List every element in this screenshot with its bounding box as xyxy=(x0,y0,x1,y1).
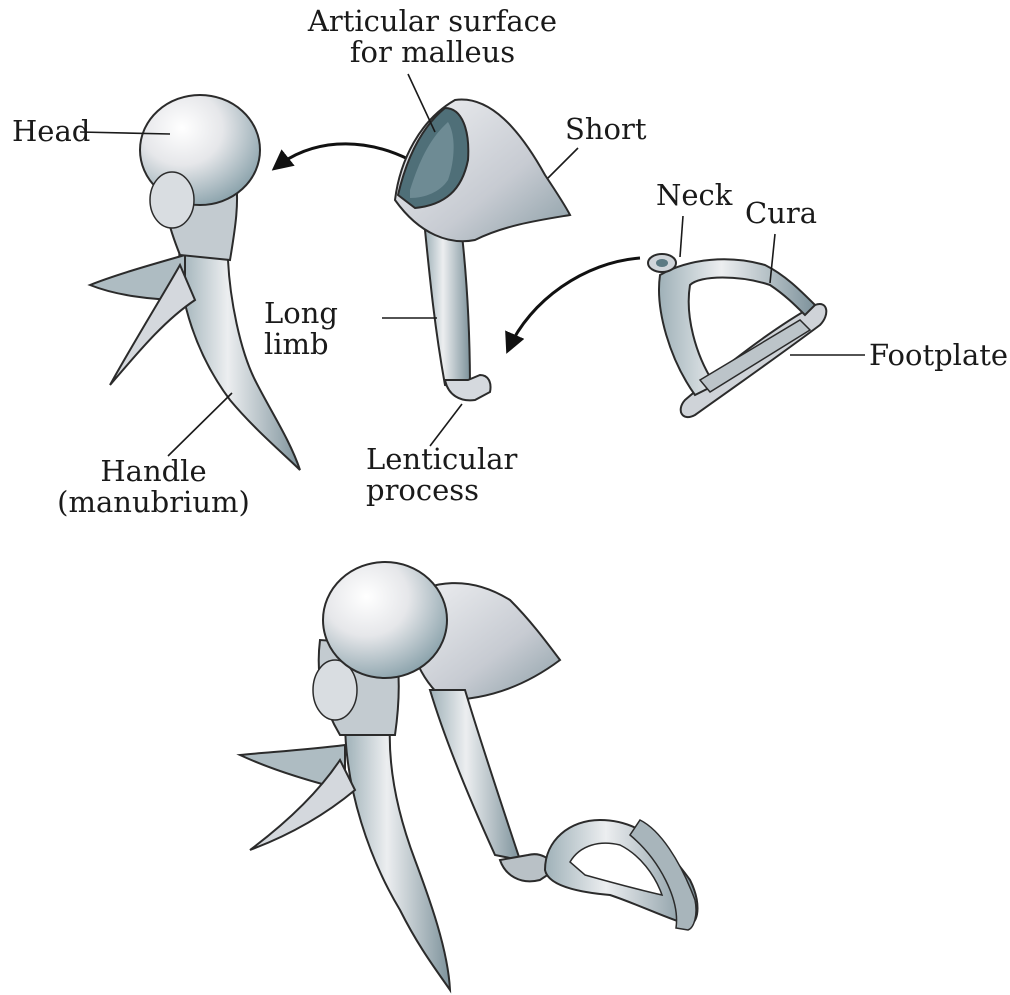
incus-long-limb xyxy=(425,230,470,390)
label-short: Short xyxy=(565,114,647,145)
articulated-ossicles-illustration xyxy=(240,562,698,990)
label-long-limb: Long limb xyxy=(264,298,338,360)
label-head: Head xyxy=(12,116,90,147)
label-handle-line1: Handle xyxy=(56,456,251,487)
label-neck: Neck xyxy=(656,180,732,211)
malleus-illustration xyxy=(90,95,300,470)
arrow-stapes-to-incus xyxy=(508,258,640,350)
label-handle: Handle (manubrium) xyxy=(56,456,251,518)
leader-lenticular xyxy=(430,404,462,446)
leader-short xyxy=(548,148,578,178)
label-long-limb-line1: Long xyxy=(264,298,338,329)
label-articular-surface: Articular surface for malleus xyxy=(305,6,560,68)
incus-illustration xyxy=(395,100,570,401)
label-handle-line2: (manubrium) xyxy=(56,487,251,518)
stapes-illustration xyxy=(648,254,826,417)
leader-neck xyxy=(680,216,683,257)
label-lenticular-process: Lenticular process xyxy=(366,444,517,506)
label-footplate: Footplate xyxy=(869,340,1008,371)
label-long-limb-line2: limb xyxy=(264,329,338,360)
label-articular-surface-line2: for malleus xyxy=(305,37,560,68)
leader-articular xyxy=(408,74,435,132)
label-lenticular-line1: Lenticular xyxy=(366,444,517,475)
label-lenticular-line2: process xyxy=(366,475,517,506)
arrow-incus-to-malleus xyxy=(275,144,410,168)
label-articular-surface-line1: Articular surface xyxy=(305,6,560,37)
label-cura: Cura xyxy=(745,198,817,229)
leader-handle xyxy=(168,393,232,456)
